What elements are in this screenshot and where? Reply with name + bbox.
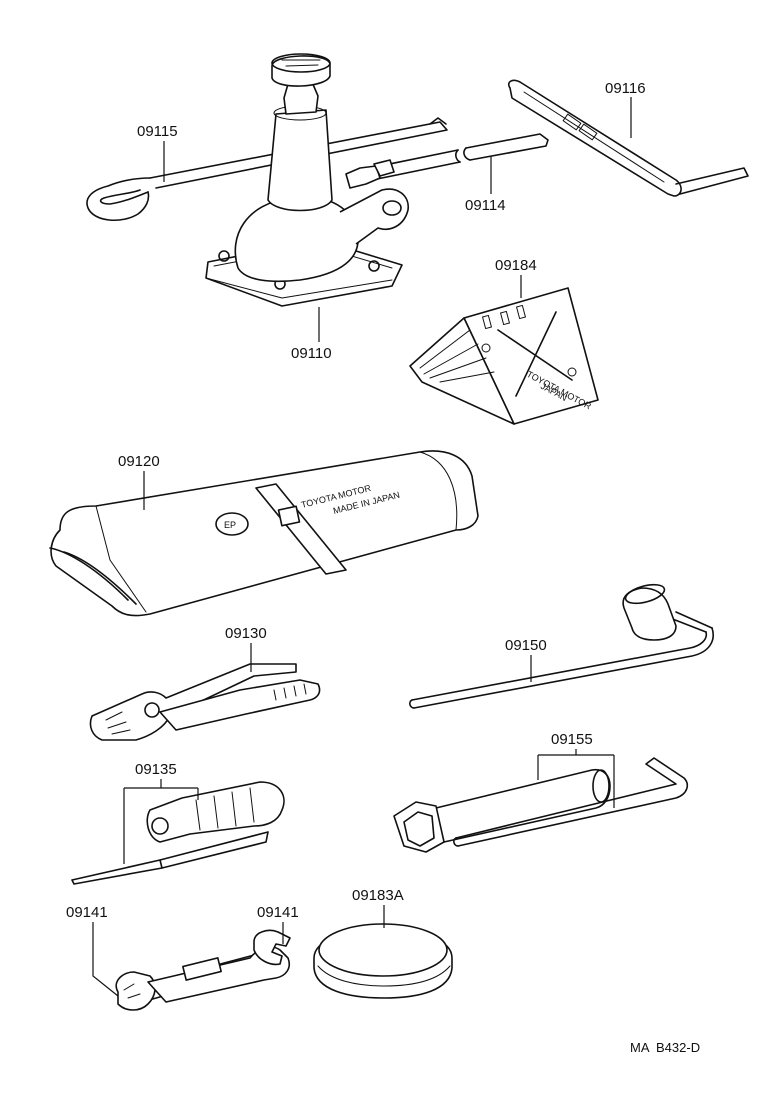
label-09184: 09184: [495, 257, 537, 274]
label-09130: 09130: [225, 625, 267, 642]
wrenches-drawing: [115, 929, 291, 1011]
label-09141-left: 09141: [66, 904, 108, 921]
label-09120: 09120: [118, 453, 160, 470]
screwdriver-drawing: [71, 781, 285, 885]
bag-emblem-text: EP: [224, 520, 236, 530]
jack-handle-rod-drawing: [345, 133, 549, 189]
wheel-chock-drawing: TOYOTA MOTOR JAPAN: [409, 287, 599, 425]
tool-bag-drawing: EP TOYOTA MOTOR MADE IN JAPAN: [49, 450, 479, 617]
leader-09141-left: [92, 922, 119, 997]
label-09114: 09114: [465, 197, 506, 214]
label-09155: 09155: [551, 731, 593, 748]
jack-drawing: [205, 53, 409, 307]
label-09135: 09135: [135, 761, 177, 778]
label-09141-right: 09141: [257, 904, 299, 921]
label-09115: 09115: [137, 123, 178, 140]
wheel-nut-wrench-drawing: [409, 583, 714, 709]
plug-wrench-drawing: [393, 757, 689, 853]
label-09150: 09150: [505, 637, 547, 654]
leader-09155: [537, 749, 615, 808]
jack-handle-lever-drawing: [507, 79, 749, 197]
label-09183a: 09183A: [352, 887, 404, 904]
label-09110: 09110: [291, 345, 332, 362]
diagram-code: MA B432-D: [630, 1040, 700, 1055]
leader-09135: [123, 779, 199, 864]
pliers-drawing: [89, 663, 321, 741]
label-09116: 09116: [605, 80, 646, 97]
cap-drawing: [313, 923, 453, 999]
